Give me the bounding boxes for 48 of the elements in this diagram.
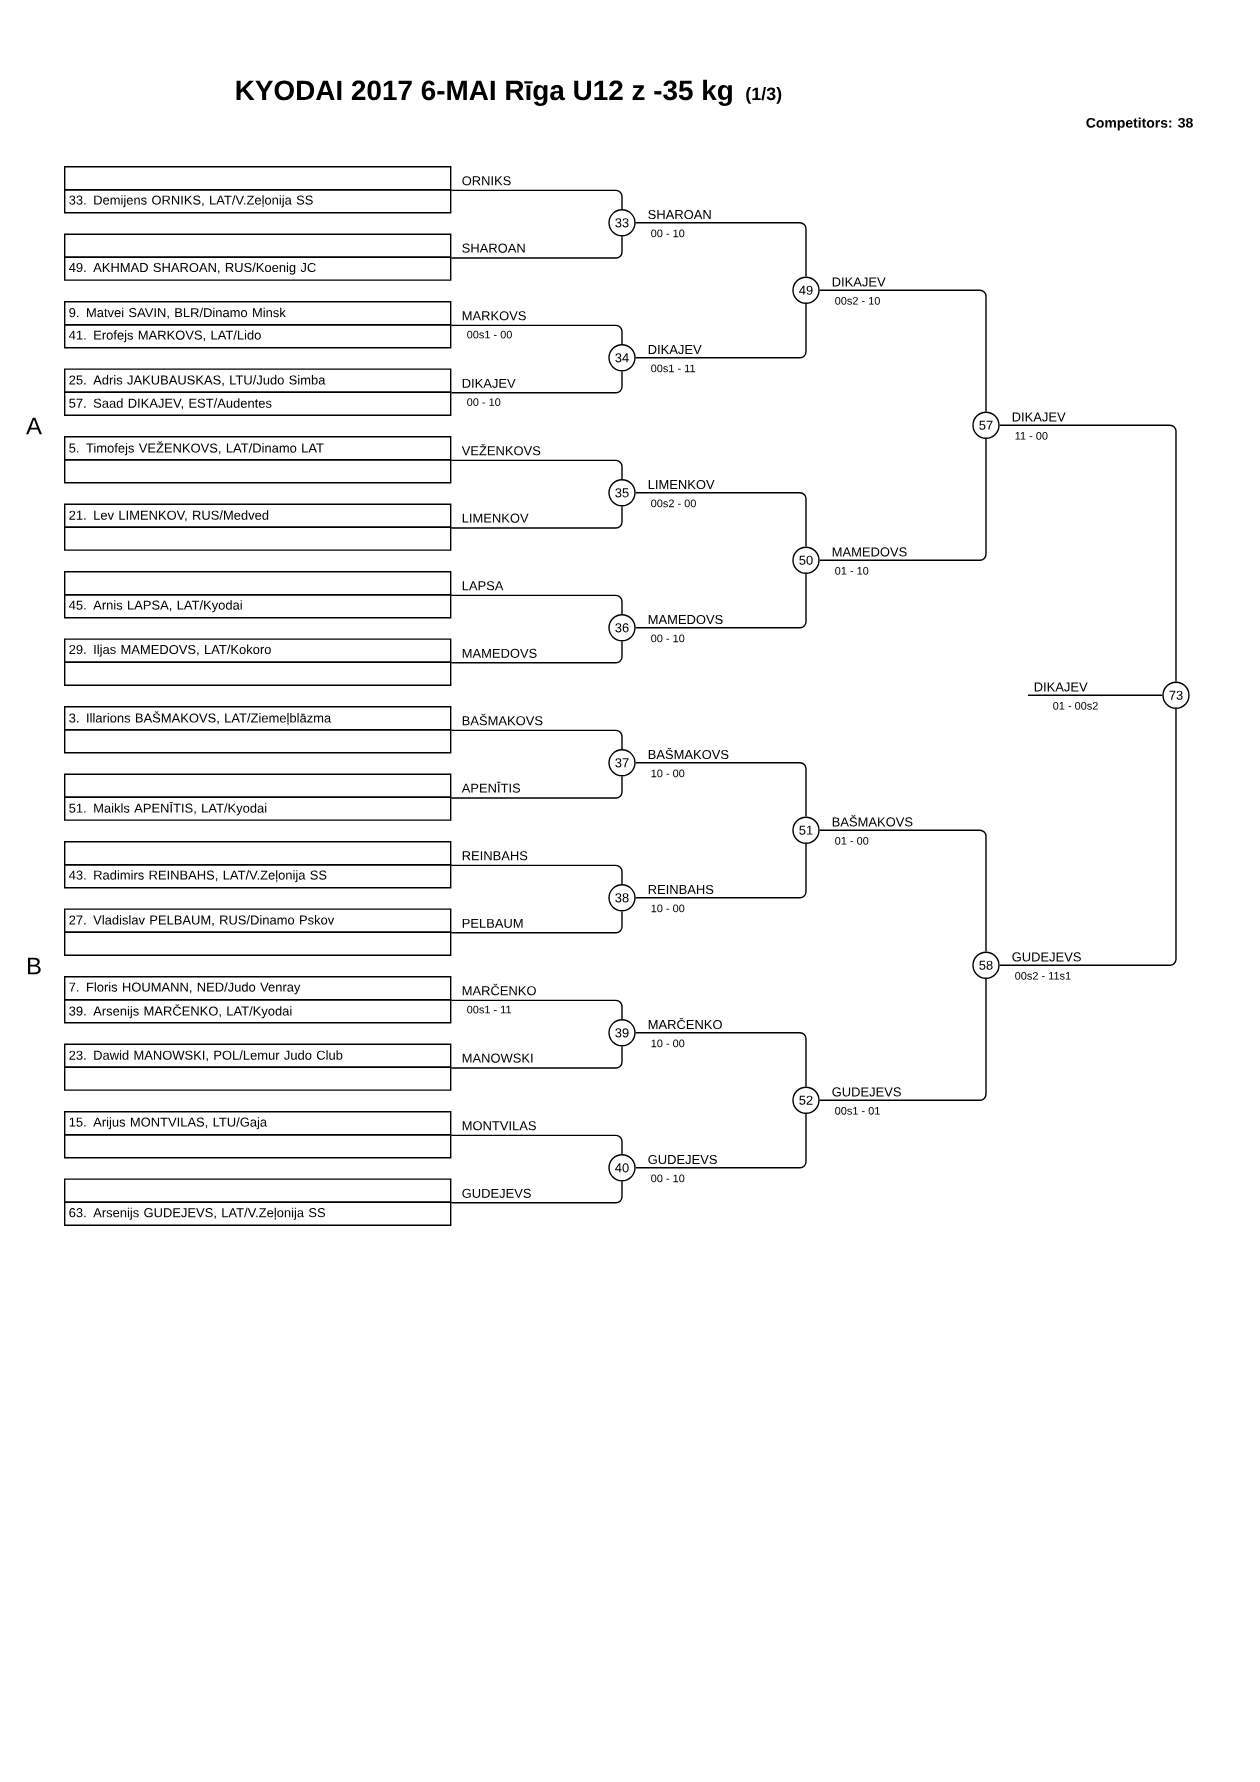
bracket-line <box>635 492 807 548</box>
empty-box <box>64 233 452 258</box>
empty-box <box>64 841 452 866</box>
bracket-line <box>450 910 623 934</box>
empty-box <box>64 1134 452 1159</box>
empty-box <box>64 661 452 687</box>
empty-box <box>64 571 452 596</box>
empty-box <box>64 773 452 799</box>
bracket-line <box>1027 694 1163 696</box>
empty-box <box>64 931 452 956</box>
pool-letter: A <box>26 417 42 435</box>
pool-letter: B <box>28 957 41 975</box>
bracket-line <box>635 303 807 359</box>
bracket-line <box>450 459 623 480</box>
bracket-line <box>819 978 987 1101</box>
bracket-line <box>635 573 807 629</box>
empty-box <box>64 166 452 191</box>
bracket-line <box>450 1180 623 1204</box>
bracket-line <box>450 775 623 799</box>
empty-box <box>64 729 452 754</box>
bracket-line <box>635 843 807 899</box>
bracket-line <box>635 1032 807 1088</box>
bracket-line <box>450 999 623 1020</box>
bracket-line <box>999 424 1177 683</box>
bracket-line <box>819 438 987 561</box>
bracket-line <box>819 289 987 413</box>
empty-box <box>64 526 452 551</box>
bracket-line <box>450 235 623 259</box>
bracket-line <box>450 729 623 750</box>
empty-box <box>64 1178 452 1203</box>
bracket-line <box>450 594 623 615</box>
bracket-line <box>450 324 623 345</box>
empty-box <box>64 459 452 484</box>
bracket-line <box>450 864 623 885</box>
bracket-line <box>450 505 623 529</box>
bracket-line <box>999 708 1177 966</box>
title: KYODAI 2017 6-MAI Rīga U12 z -35 kg <box>236 79 732 106</box>
bracket-line <box>450 189 623 210</box>
bracket-line <box>635 762 807 818</box>
bracket-line <box>450 1045 623 1069</box>
bracket-line <box>635 1113 807 1169</box>
bracket-line <box>450 640 623 664</box>
bracket-line <box>635 222 807 278</box>
bracket-line <box>819 829 987 953</box>
page-number: (1/3) <box>746 87 782 104</box>
bracket-line <box>450 370 623 394</box>
empty-box <box>64 1066 452 1091</box>
bracket-line <box>450 1134 623 1155</box>
